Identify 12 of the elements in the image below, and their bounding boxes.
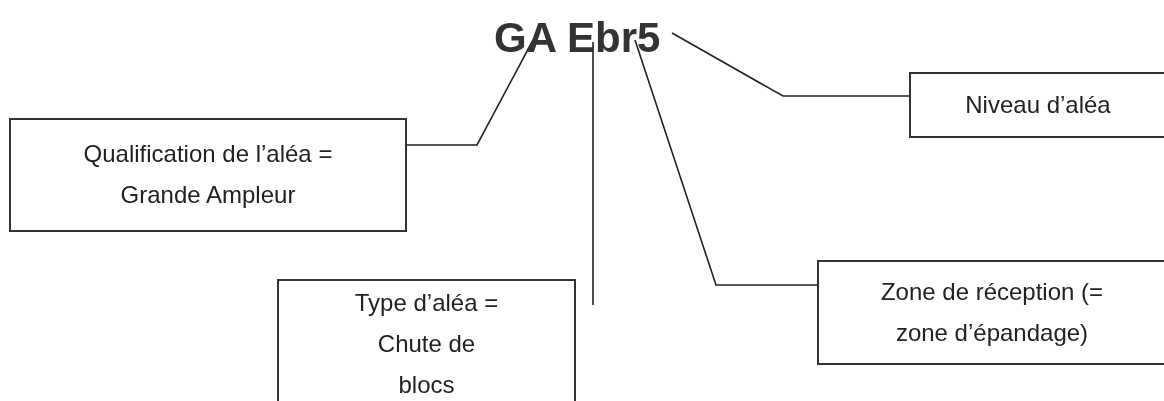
callout-box [909, 72, 1164, 138]
callout-box [817, 260, 1164, 365]
code-title: GA Ebr5 [494, 14, 661, 62]
callout-text: Niveau d’aléa [965, 89, 1111, 120]
leader-line [634, 39, 818, 286]
leader-line [671, 32, 910, 97]
callout-box [9, 118, 407, 232]
callout-box [277, 279, 576, 401]
callout-text: Type d’aléa = Chute de blocs [353, 288, 500, 400]
leader-line [592, 41, 594, 306]
callout-text: Zone de réception (= zone d’épandage) [879, 276, 1105, 348]
callout-text: Qualification de l’aléa = Grande Ampleur [82, 139, 334, 210]
